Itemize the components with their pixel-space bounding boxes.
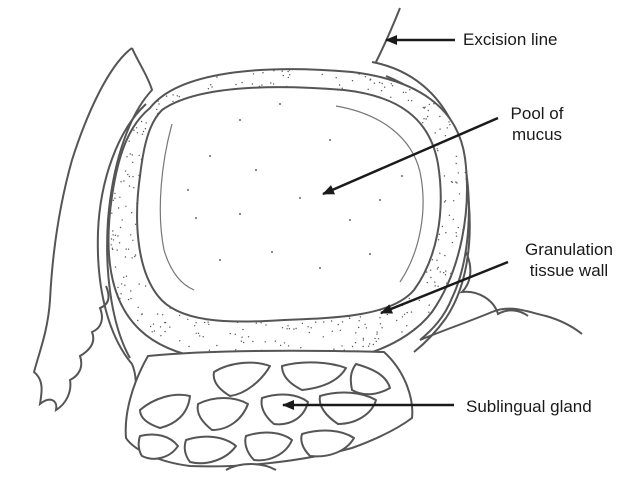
granulation-tissue-wall-label: Granulation tissue wall (510, 239, 624, 281)
pool-of-mucus-line-1: Pool of (502, 103, 572, 124)
sublingual-gland-text: Sublingual gland (466, 397, 592, 416)
sublingual-gland (126, 351, 413, 470)
granulation-line-1: Granulation (510, 239, 624, 260)
mucus-pool (137, 87, 441, 321)
granulation-line-2: tissue wall (510, 260, 624, 281)
pool-of-mucus-label: Pool of mucus (502, 103, 572, 145)
sublingual-gland-label: Sublingual gland (466, 396, 592, 417)
excision-line-text: Excision line (463, 30, 558, 49)
excision-line-label: Excision line (463, 29, 558, 50)
pool-of-mucus-line-2: mucus (502, 124, 572, 145)
